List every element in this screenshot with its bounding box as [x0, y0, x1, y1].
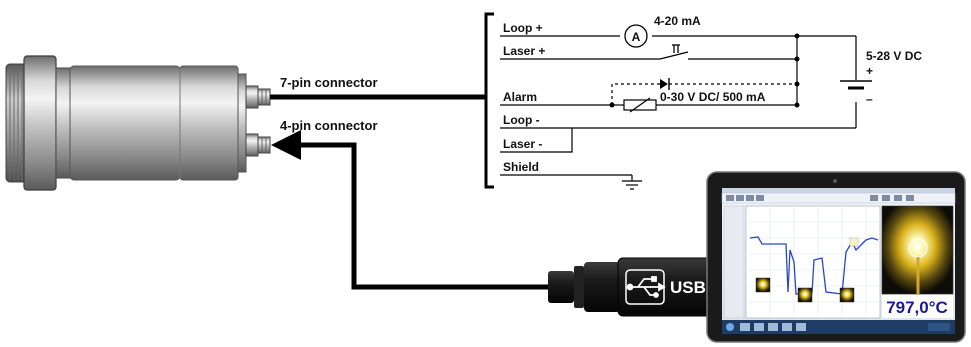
- supply-voltage-label: 5-28 V DC: [866, 49, 922, 63]
- seven-pin-socket: [245, 85, 271, 109]
- sensor-head: [5, 55, 271, 191]
- sensor-body: [69, 65, 181, 181]
- diode-branch: [611, 78, 797, 105]
- terminal-loop-minus: Loop -: [503, 113, 540, 127]
- current-range-label: 4-20 mA: [654, 14, 701, 28]
- ammeter-symbol: [624, 24, 648, 48]
- usb-icon: [626, 276, 666, 298]
- sensor-nut: [23, 55, 57, 191]
- usb-cable: [271, 130, 552, 290]
- sensor-collar: [55, 67, 71, 179]
- terminal-shield: Shield: [503, 160, 539, 174]
- terminal-alarm: Alarm: [503, 90, 537, 104]
- four-pin-socket: [245, 133, 271, 157]
- alarm-rating-label: 0-30 V DC/ 500 mA: [660, 90, 766, 104]
- ground-symbol: [622, 175, 642, 190]
- sensor-end-cap: [237, 73, 247, 173]
- tablet-trend-line: [749, 236, 879, 295]
- seven-pin-connector-label: 7-pin connector: [280, 75, 378, 90]
- usb-plug: USB: [548, 257, 731, 317]
- diode-symbol: [660, 79, 668, 89]
- supply-battery: [840, 80, 872, 90]
- tablet-plot-area: [745, 205, 881, 319]
- temperature-readout: 797,0°C: [886, 298, 948, 317]
- supply-plus-label: +: [866, 64, 873, 78]
- terminal-laser-minus: Laser -: [503, 137, 542, 151]
- terminal-bracket: [484, 12, 494, 189]
- tablet: 797,0°C: [706, 171, 966, 343]
- supply-minus-label: –: [866, 92, 873, 106]
- sensor-body-rear: [179, 65, 239, 181]
- terminal-lines: [500, 35, 660, 176]
- terminal-laser-plus: Laser +: [503, 44, 545, 58]
- laser-switch: [659, 44, 689, 60]
- four-pin-connector-label: 4-pin connector: [280, 118, 378, 133]
- circuit-wires: [572, 35, 857, 129]
- tablet-taskbar: [722, 320, 955, 334]
- usb-label: USB: [670, 278, 706, 297]
- ammeter-label: A: [632, 30, 641, 44]
- terminal-loop-plus: Loop +: [503, 21, 543, 35]
- alarm-resistor: [623, 97, 657, 113]
